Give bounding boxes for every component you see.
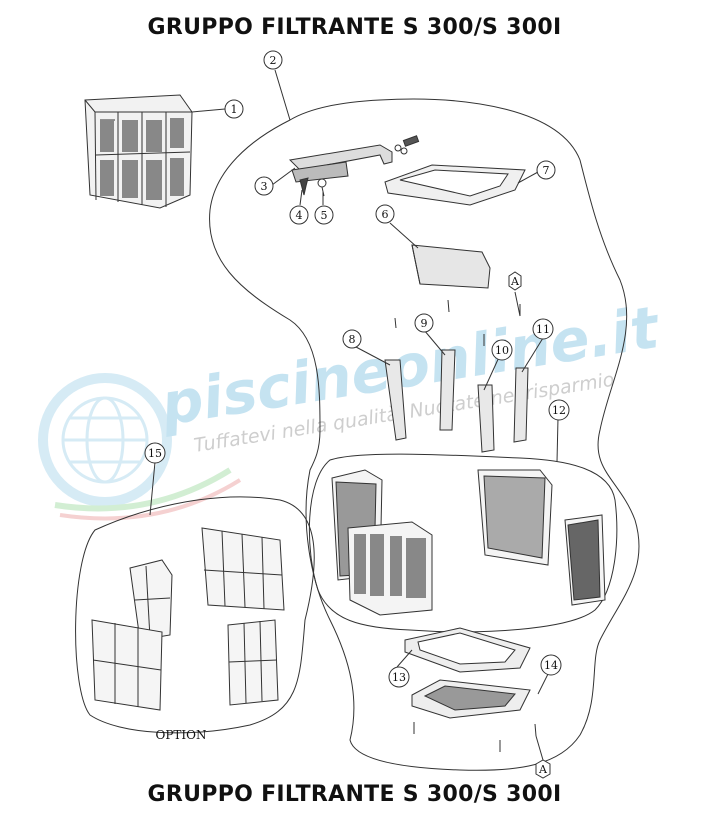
part-5-pin: [317, 178, 327, 197]
svg-text:11: 11: [536, 323, 550, 336]
group-15-outline: [75, 496, 315, 734]
svg-text:6: 6: [382, 208, 389, 221]
marker-a-top: A: [508, 271, 522, 291]
callout-12: 12: [548, 399, 570, 421]
callout-15: 15: [144, 442, 166, 464]
callout-13: 13: [388, 666, 410, 688]
part-1-filter-basket: [84, 94, 193, 209]
svg-text:2: 2: [270, 54, 277, 67]
part-3-handle: [288, 144, 393, 183]
svg-text:10: 10: [495, 344, 509, 357]
part-12-filter-cartridges: [331, 469, 606, 616]
part-14-base-plate: [411, 679, 531, 719]
group-12-outline: [308, 453, 618, 633]
callout-2: 2: [263, 50, 283, 70]
svg-text:15: 15: [148, 447, 162, 460]
group-2-outline: [209, 98, 640, 771]
callout-4: 4: [289, 205, 309, 225]
part-6-weir-block: [411, 244, 491, 289]
svg-text:1: 1: [231, 103, 238, 116]
leader-lines: [149, 69, 559, 761]
option-label: OPTION: [156, 728, 207, 742]
part-9-guide-rod: [439, 349, 456, 431]
svg-text:A: A: [538, 763, 548, 776]
base-screws: [413, 722, 537, 752]
part-7-lid: [384, 164, 526, 206]
callout-9: 9: [414, 313, 434, 333]
callout-14: 14: [540, 654, 562, 676]
svg-text:8: 8: [349, 333, 356, 346]
svg-text:3: 3: [261, 180, 268, 193]
svg-text:7: 7: [543, 164, 550, 177]
callout-5: 5: [314, 205, 334, 225]
svg-text:4: 4: [296, 209, 303, 222]
callout-10: 10: [491, 339, 513, 361]
diagram-title-bottom: GRUPPO FILTRANTE S 300/S 300I: [147, 782, 562, 807]
callouts: 1 2 3 4 5 6 7 8 9 10 11 12 13 14 15: [144, 50, 570, 688]
part-11-guide-rod: [513, 367, 529, 443]
svg-text:14: 14: [544, 659, 558, 672]
svg-text:5: 5: [321, 209, 328, 222]
diagram-title-top: GRUPPO FILTRANTE S 300/S 300I: [147, 15, 562, 40]
svg-text:13: 13: [392, 671, 406, 684]
part-13-base-frame: [404, 627, 531, 673]
callout-6: 6: [375, 204, 395, 224]
callout-1: 1: [224, 99, 244, 119]
svg-text:12: 12: [552, 404, 566, 417]
marker-a-bottom: A: [535, 759, 551, 779]
svg-text:9: 9: [421, 317, 428, 330]
part-8-guide-rod: [384, 359, 407, 441]
spring-pin: [394, 135, 420, 155]
svg-text:A: A: [510, 275, 520, 288]
globe-logo-icon: [38, 373, 242, 521]
part-10-guide-rod: [477, 384, 495, 453]
callout-11: 11: [532, 318, 554, 340]
part-15-optional-cartridges: [91, 527, 285, 711]
callout-3: 3: [254, 176, 274, 196]
callout-8: 8: [342, 329, 362, 349]
part-4-screw: [299, 177, 309, 196]
callout-7: 7: [536, 160, 556, 180]
